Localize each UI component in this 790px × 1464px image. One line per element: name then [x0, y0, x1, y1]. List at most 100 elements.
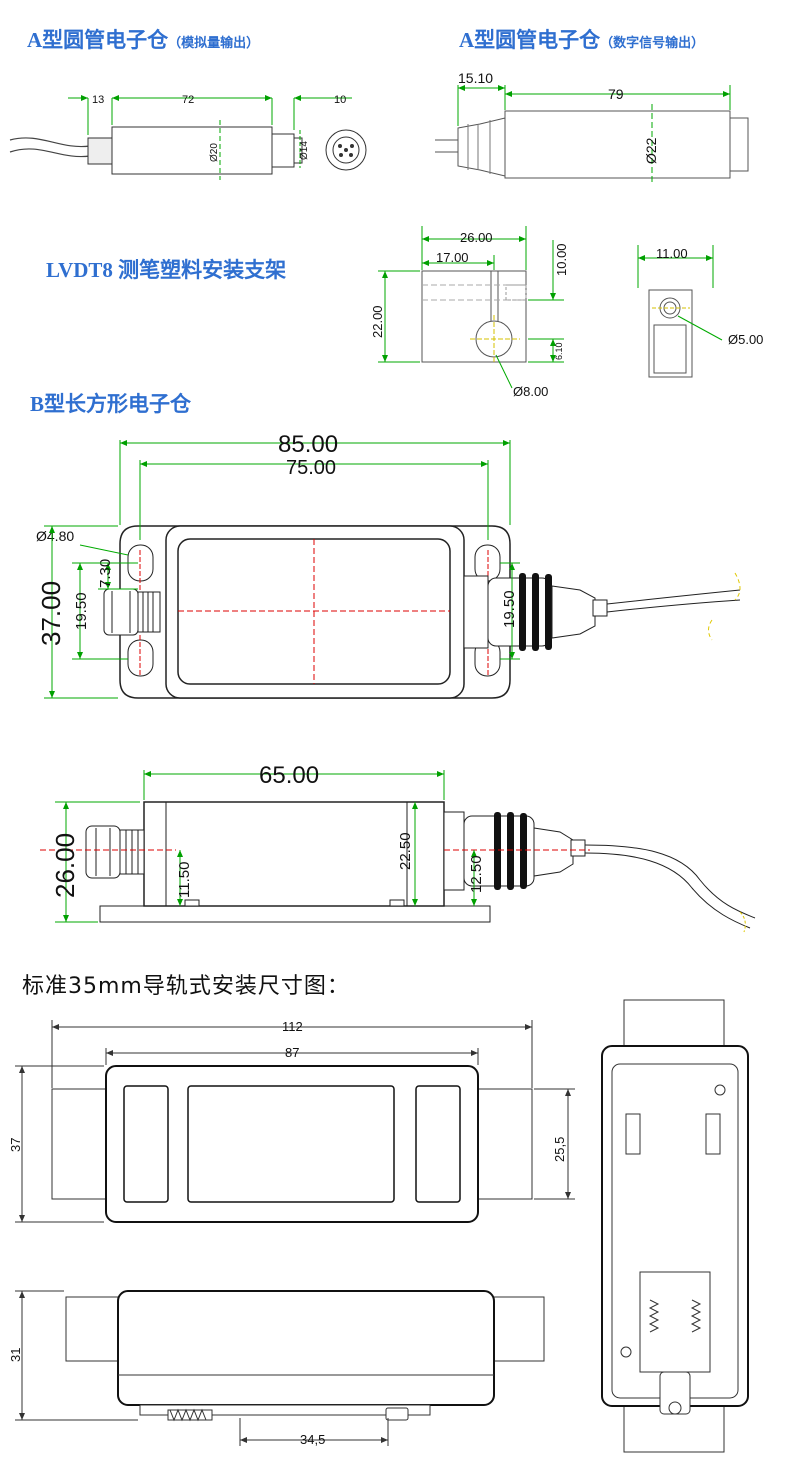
spring-coil — [690, 1299, 702, 1333]
connector-ring — [494, 812, 501, 890]
dim-72: 72 — [182, 94, 194, 106]
title-b-rect: B型长方形电子仓 — [30, 392, 192, 416]
spring-coil — [648, 1299, 660, 1333]
break-line — [739, 911, 746, 933]
dim-79: 79 — [608, 86, 624, 102]
dim-22: 22.00 — [370, 305, 385, 338]
connector-end — [570, 839, 586, 857]
rail-side-body — [117, 1290, 495, 1406]
a-analog-connector-tip — [293, 137, 303, 164]
dim-37: 37.00 — [36, 581, 66, 646]
cable-line — [584, 852, 751, 929]
pin — [350, 144, 354, 148]
dim-dia14: Ø14 — [299, 141, 310, 160]
bracket-drawing: 26.00 17.00 22.00 10.00 6.10 Ø8.00 11.00… — [370, 226, 763, 399]
b-left-gland-thread — [137, 591, 161, 633]
rail-latch — [385, 1407, 409, 1421]
dim-6-10: 6.10 — [554, 342, 564, 360]
connector-tail — [551, 585, 596, 639]
a-analog-body — [111, 126, 273, 175]
cable-line — [584, 844, 756, 919]
a-digital-drawing: 15.10 79 Ø22 — [435, 70, 749, 184]
dim-26: 26.00 — [460, 230, 493, 245]
dim-dia4-8: Ø4.80 — [36, 528, 74, 544]
b-top-drawing: 85.00 75.00 Ø4.80 7.30 37.00 19.50 19.50 — [36, 431, 741, 699]
dim-112: 112 — [282, 1019, 303, 1034]
dim-7-30: 7.30 — [97, 559, 114, 588]
b-left-gland — [103, 588, 139, 636]
b-side-gland — [85, 825, 121, 879]
connector-ring — [532, 573, 539, 651]
rail-side-drawing: 31 34,5 — [8, 1290, 545, 1447]
dim-37: 37 — [8, 1138, 23, 1152]
dim-dia22: Ø22 — [643, 137, 659, 164]
a-analog-drawing: 13 72 10 Ø20 Ø14 — [9, 94, 367, 180]
rail-window — [415, 1085, 461, 1203]
dim-10: 10.00 — [554, 243, 569, 276]
title-a-analog: A型圆管电子仓（模拟量输出） — [27, 24, 259, 54]
title-a-digital-main: A型圆管电子仓 — [459, 28, 601, 52]
connector-ring — [520, 813, 527, 889]
dim-85: 85.00 — [278, 431, 338, 458]
dim-dia5: Ø5.00 — [728, 332, 763, 347]
dim-11-50: 11.50 — [176, 862, 193, 898]
leader-line — [79, 544, 129, 556]
pin — [344, 148, 348, 152]
cable-line — [606, 599, 741, 613]
hidden-screw — [505, 284, 527, 301]
dim-34-5: 34,5 — [300, 1432, 325, 1447]
title-a-digital-sub: （数字信号输出） — [600, 35, 705, 50]
rail-back-top — [623, 999, 725, 1049]
rail-back-slot — [625, 1113, 641, 1155]
dim-19-50-left: 19.50 — [73, 592, 90, 630]
break-line — [708, 572, 741, 641]
connector-end — [592, 599, 608, 617]
dim-11: 11.00 — [656, 246, 688, 261]
rail-back-clip — [639, 1271, 711, 1373]
rail-window — [123, 1085, 169, 1203]
dim-25-5: 25,5 — [552, 1137, 567, 1162]
rail-back-drawing — [601, 999, 749, 1453]
b-side-socket — [443, 811, 465, 891]
leader-line — [495, 354, 513, 389]
dim-75: 75.00 — [286, 457, 336, 479]
title-lvdt8-bracket: LVDT8 测笔塑料安装支架 — [46, 258, 287, 282]
cable-line — [606, 589, 741, 605]
b-side-drawing: 65.00 26.00 11.50 22.50 12.50 — [40, 762, 756, 933]
b-side-body — [143, 801, 445, 907]
a-digital-connector — [729, 117, 749, 172]
dim-13: 13 — [92, 94, 104, 106]
rail-side-right — [491, 1296, 545, 1362]
bracket-side-slot — [653, 324, 687, 374]
dim-31: 31 — [8, 1348, 23, 1362]
a-analog-connector — [271, 133, 295, 168]
dim-22-50: 22.50 — [397, 832, 414, 870]
dim-65: 65.00 — [259, 762, 319, 789]
dim-19-50-right: 19.50 — [501, 590, 518, 628]
dim-dia20: Ø20 — [209, 143, 220, 162]
dim-10: 10 — [334, 94, 346, 106]
dim-15-10: 15.10 — [458, 70, 493, 86]
dim-26: 26.00 — [50, 833, 80, 898]
rail-back-tab-hole — [668, 1401, 682, 1415]
cable-gland — [457, 117, 506, 177]
b-side-base — [99, 905, 491, 923]
rail-window — [187, 1085, 395, 1203]
screw-head — [389, 899, 405, 907]
title-a-digital: A型圆管电子仓（数字信号输出） — [459, 24, 704, 54]
pin — [338, 144, 342, 148]
title-rail-mount: 标准35mm导轨式安装尺寸图： — [22, 974, 350, 999]
cable-line — [9, 137, 91, 148]
rail-back-hole — [714, 1084, 726, 1096]
spring-coil — [169, 1408, 207, 1422]
connector-tail — [533, 827, 574, 877]
rail-clip-plate — [139, 1404, 431, 1416]
leader-line — [677, 315, 723, 341]
b-right-socket — [463, 575, 489, 649]
cable-gland — [87, 137, 113, 165]
screw-head — [184, 899, 200, 907]
dim-87: 87 — [285, 1045, 299, 1060]
rail-right — [475, 1088, 533, 1200]
rail-back-hole — [620, 1346, 632, 1358]
